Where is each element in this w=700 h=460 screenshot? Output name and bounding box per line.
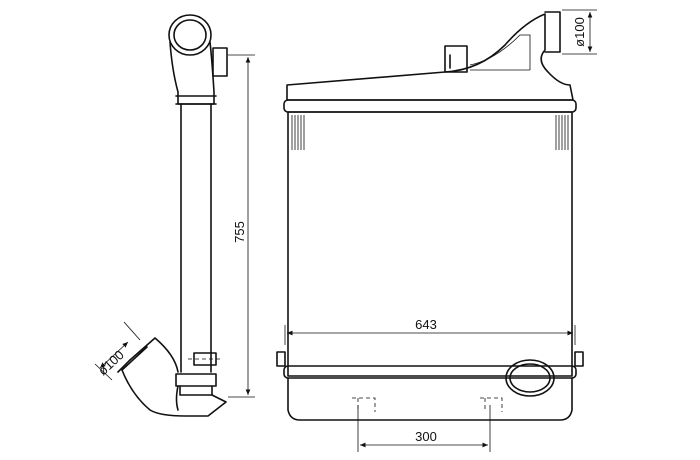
top-pipe-opening <box>168 14 212 56</box>
front-view: 643 300 ø100 <box>276 9 597 452</box>
right-mount <box>574 351 584 367</box>
outlet-flange <box>544 11 561 53</box>
side-view: 755 ø100 <box>94 14 255 417</box>
side-diameter-label: ø100 <box>95 347 127 378</box>
pipe-flange <box>175 373 217 387</box>
pipe-body <box>180 103 212 373</box>
inlet-opening <box>505 359 555 397</box>
top-header <box>283 99 577 113</box>
left-mount <box>276 351 286 367</box>
bottom-tank <box>287 377 573 421</box>
top-bracket <box>444 45 468 73</box>
core <box>287 111 573 377</box>
core-fins-left <box>291 115 305 150</box>
side-bracket <box>212 47 228 77</box>
width-label: 643 <box>415 317 437 332</box>
height-label: 755 <box>232 221 247 243</box>
outlet-diameter-label: ø100 <box>572 17 587 47</box>
bottom-elbow-ring <box>121 337 179 373</box>
spacing-label: 300 <box>415 429 437 444</box>
core-fins-right <box>555 115 569 150</box>
top-tank <box>286 13 574 101</box>
bottom-header <box>283 365 577 379</box>
